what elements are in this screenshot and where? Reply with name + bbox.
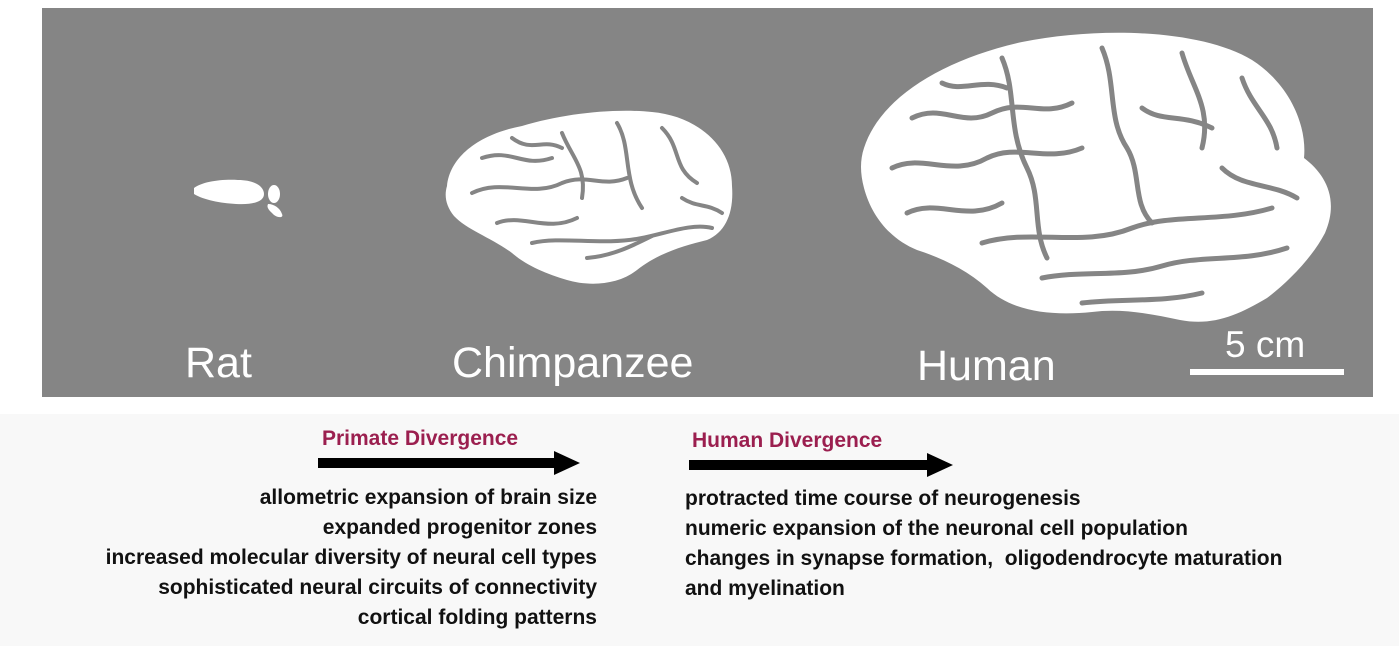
list-item: protracted time course of neurogenesis bbox=[685, 487, 1081, 510]
brain-comparison-panel: Rat Chimpanzee Human 5 cm bbox=[42, 8, 1373, 397]
human-divergence-arrow bbox=[689, 453, 953, 477]
list-item: allometric expansion of brain size bbox=[259, 486, 597, 509]
brain-illustrations bbox=[194, 32, 1344, 375]
primate-divergence-arrow bbox=[318, 451, 580, 475]
chimpanzee-label: Chimpanzee bbox=[452, 339, 694, 387]
list-item: changes in synapse formation, oligodendr… bbox=[685, 547, 1283, 570]
scale-bar bbox=[1190, 369, 1344, 375]
list-item: numeric expansion of the neuronal cell p… bbox=[685, 517, 1188, 540]
human-label: Human bbox=[917, 342, 1056, 390]
list-item: and myelination bbox=[685, 577, 845, 600]
list-item: cortical folding patterns bbox=[357, 606, 597, 629]
human-divergence-list: protracted time course of neurogenesis n… bbox=[685, 484, 1282, 604]
rat-label: Rat bbox=[185, 339, 252, 387]
human-divergence-title: Human Divergence bbox=[692, 429, 883, 452]
list-item: increased molecular diversity of neural … bbox=[105, 546, 597, 569]
list-item: sophisticated neural circuits of connect… bbox=[158, 576, 597, 599]
primate-divergence-list: allometric expansion of brain size expan… bbox=[106, 483, 597, 633]
chimpanzee-brain bbox=[445, 110, 733, 284]
list-item: expanded progenitor zones bbox=[322, 516, 597, 539]
primate-divergence-title: Primate Divergence bbox=[322, 427, 519, 450]
scale-bar-label: 5 cm bbox=[1225, 324, 1306, 365]
rat-brain bbox=[194, 179, 283, 218]
divergence-section bbox=[0, 414, 1399, 646]
human-brain bbox=[861, 32, 1331, 322]
